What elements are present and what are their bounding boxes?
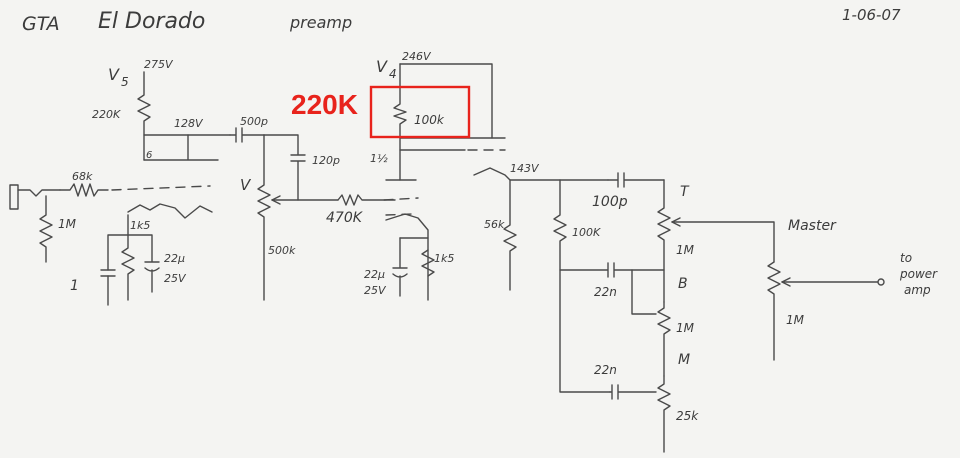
label-500k: 500k xyxy=(268,244,296,257)
label-56k: 56k xyxy=(484,218,505,231)
potentiometer-bass xyxy=(657,301,671,377)
label-half-tube: 1½ xyxy=(370,152,388,165)
resistor-1k5-a xyxy=(121,234,135,301)
date-label: 1-06-07 xyxy=(842,6,901,24)
label-1m-treble: 1M xyxy=(676,243,695,257)
label-pin6: 6 xyxy=(146,150,152,161)
capacitor-22u-b xyxy=(392,237,408,297)
label-143v: 143V xyxy=(510,162,540,175)
resistor-100k-plate xyxy=(393,63,407,181)
label-v5: V xyxy=(108,65,120,84)
label-25k: 25k xyxy=(676,409,699,423)
label-25v-b: 25V xyxy=(364,284,387,297)
label-v4: V xyxy=(376,57,388,76)
wire-bass-wiper xyxy=(631,269,657,315)
label-22n-b: 22n xyxy=(594,363,617,377)
label-25v-a: 25V xyxy=(164,272,187,285)
label-1m-master: 1M xyxy=(786,313,805,327)
label-68k: 68k xyxy=(72,170,93,183)
wire-v4-supply xyxy=(399,63,493,139)
label-500p: 500p xyxy=(240,115,268,128)
highlight-box xyxy=(369,85,471,139)
wire-treble-wiper xyxy=(671,221,775,263)
label-1m-input: 1M xyxy=(58,217,77,231)
label-v4-sub: 4 xyxy=(389,67,397,81)
label-120p: 120p xyxy=(312,154,340,167)
potentiometer-master xyxy=(767,261,781,361)
resistor-56k xyxy=(503,179,517,291)
wire-dashed-input xyxy=(111,185,211,191)
capacitor-500p xyxy=(229,127,265,143)
label-output-3: amp xyxy=(904,283,931,297)
label-treble: T xyxy=(680,184,690,200)
label-output-2: power xyxy=(899,267,938,281)
resistor-1m-input xyxy=(39,195,53,263)
label-master: Master xyxy=(788,218,837,234)
tube-v4-plate xyxy=(399,137,506,151)
potentiometer-mid xyxy=(657,375,671,453)
label-100k-tone: 100K xyxy=(572,226,601,239)
output-terminal xyxy=(877,278,885,286)
resistor-1k5-b xyxy=(421,249,435,277)
potentiometer-treble xyxy=(657,179,671,303)
label-22u-a: 22µ xyxy=(164,252,185,265)
label-1k5-b: 1k5 xyxy=(434,252,454,265)
label-volume-v: V xyxy=(240,176,252,194)
label-22n-a: 22n xyxy=(594,285,617,299)
title-preamp: preamp xyxy=(289,13,352,32)
potentiometer-500k xyxy=(257,134,271,301)
label-v5-sub: 5 xyxy=(121,75,129,89)
capacitor-22u-a xyxy=(127,234,160,293)
label-246v: 246V xyxy=(402,50,432,63)
label-1u: 1 xyxy=(70,278,79,294)
label-bass: B xyxy=(678,276,688,292)
label-100p: 100p xyxy=(592,194,628,210)
label-output-1: to xyxy=(900,251,912,265)
title-el-dorado: El Dorado xyxy=(98,9,205,34)
capacitor-120p xyxy=(263,134,306,201)
resistor-220k-v5 xyxy=(137,71,151,161)
tube-v5-plate xyxy=(143,134,219,161)
wire-cathode-v5 xyxy=(127,203,213,219)
title-gta: GTA xyxy=(22,13,60,35)
resistor-68k xyxy=(59,183,109,197)
label-275v: 275V xyxy=(144,58,174,71)
label-128v: 128V xyxy=(174,117,204,130)
label-100k-plate: 100k xyxy=(414,113,445,127)
annotation-220k: 220K xyxy=(291,89,358,120)
label-470k: 470K xyxy=(326,210,364,226)
label-1k5-a: 1k5 xyxy=(130,219,150,232)
wire-cathode-v4 xyxy=(385,213,429,301)
capacitor-22n-b xyxy=(609,384,657,400)
capacitor-100p xyxy=(607,172,665,188)
resistor-100k-tone xyxy=(553,179,611,393)
resistor-470k xyxy=(337,194,396,206)
label-mid: M xyxy=(678,352,690,368)
wire-cathode-follower xyxy=(473,167,609,181)
capacitor-1u xyxy=(100,269,116,277)
capacitor-22n-a xyxy=(559,262,665,278)
label-1m-bass: 1M xyxy=(676,321,695,335)
input-jack xyxy=(9,184,61,210)
label-22u-b: 22µ xyxy=(364,268,385,281)
label-220k-v5: 220K xyxy=(92,108,121,121)
